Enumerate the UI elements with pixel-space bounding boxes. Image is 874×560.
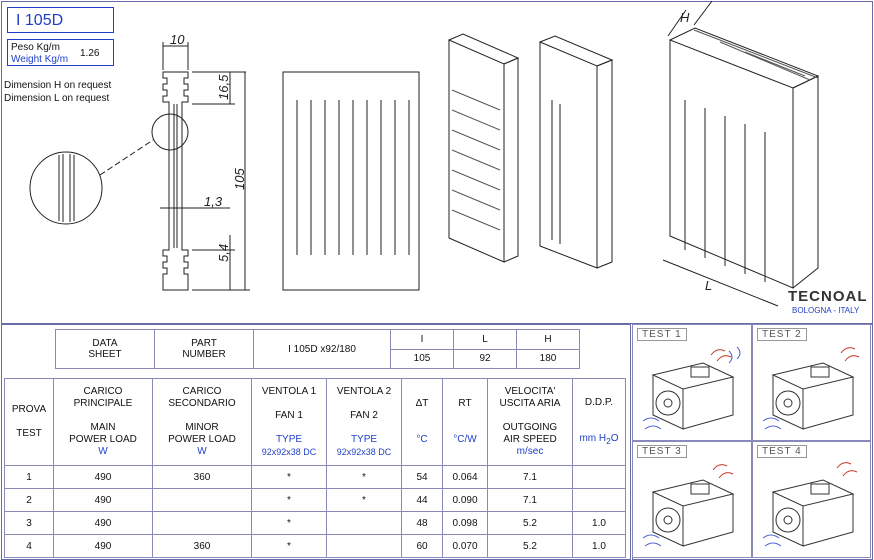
cell-delta-t: 60 <box>401 534 443 558</box>
note-dimension-h: Dimension H on request <box>4 80 112 91</box>
test-cell-1: TEST 1 <box>632 324 752 441</box>
cell-test: 1 <box>4 465 54 489</box>
weight-value: 1.26 <box>80 48 100 59</box>
profile-multi <box>282 71 420 291</box>
dim-value-i: 105 <box>390 348 454 369</box>
dim-value-l: 92 <box>453 348 517 369</box>
cell-main-load: 490 <box>53 534 153 558</box>
cell-delta-t: 44 <box>401 488 443 512</box>
test-cell-4: TEST 4 <box>752 441 871 558</box>
cell-fan2: * <box>326 488 402 512</box>
cell-air-speed: 7.1 <box>487 488 573 512</box>
dim-value-h: 180 <box>516 348 580 369</box>
cell-fan2: * <box>326 465 402 489</box>
header-rt: RT°C/W <box>442 378 488 466</box>
cell-rt: 0.098 <box>442 511 488 535</box>
cell-air-speed: 5.2 <box>487 511 573 535</box>
note-dimension-l: Dimension L on request <box>4 93 110 104</box>
iso-dim-h: H <box>680 10 690 25</box>
cell-rt: 0.070 <box>442 534 488 558</box>
cell-rt: 0.090 <box>442 488 488 512</box>
cell-fan1: * <box>251 465 327 489</box>
technical-drawing: 10 16,5 105 1,3 5,4 H L <box>29 0 820 307</box>
cell-air-speed: 7.1 <box>487 465 573 489</box>
cell-fan1: * <box>251 534 327 558</box>
cell-ddp <box>572 465 626 489</box>
table-row: 3 490 * 48 0.098 5.2 1.0 <box>4 511 626 535</box>
cell-test: 3 <box>4 511 54 535</box>
company-city: BOLOGNA - ITALY <box>792 306 860 315</box>
test-label-2: TEST 2 <box>757 328 807 341</box>
iso-view-right <box>662 0 820 307</box>
table-row: 2 490 * * 44 0.090 7.1 <box>4 488 626 512</box>
cell-air-speed: 5.2 <box>487 534 573 558</box>
cell-main-load: 490 <box>53 511 153 535</box>
weight-label-it: Peso Kg/m <box>11 42 60 53</box>
weight-box: Peso Kg/m Weight Kg/m 1.26 <box>7 39 114 66</box>
zoom-marker <box>151 113 189 151</box>
dim-fin-top: 16,5 <box>216 74 231 100</box>
dim-fin-thick: 1,3 <box>204 194 223 209</box>
zoom-detail <box>29 151 103 225</box>
cell-test: 2 <box>4 488 54 512</box>
header-delta-t: ΔT°C <box>401 378 443 466</box>
weight-label-en: Weight Kg/m <box>11 54 69 65</box>
dim-height: 105 <box>232 168 247 190</box>
table-row: 4 490 360 * 60 0.070 5.2 1.0 <box>4 534 626 558</box>
cell-minor-load <box>152 488 252 512</box>
heatsink-fan-icon <box>642 464 735 547</box>
part-number: I 105D x92/180 <box>253 329 391 369</box>
dim-key-l: L <box>453 329 517 350</box>
iso-dim-l: L <box>705 278 712 293</box>
table-row: 1 490 360 * * 54 0.064 7.1 <box>4 465 626 489</box>
cell-minor-load: 360 <box>152 465 252 489</box>
cell-delta-t: 54 <box>401 465 443 489</box>
cell-ddp: 1.0 <box>572 534 626 558</box>
heatsink-fan-icon <box>762 347 860 430</box>
cell-minor-load: 360 <box>152 534 252 558</box>
drawing-frame <box>1 1 873 324</box>
cell-fan1: * <box>251 488 327 512</box>
header-ddp: D.D.P.mm H2O <box>572 378 626 466</box>
iso-view-left <box>447 33 520 263</box>
dim-key-h: H <box>516 329 580 350</box>
cell-fan2 <box>326 511 402 535</box>
test-label-1: TEST 1 <box>637 328 687 341</box>
cell-minor-load <box>152 511 252 535</box>
cell-rt: 0.064 <box>442 465 488 489</box>
cell-main-load: 490 <box>53 465 153 489</box>
cell-fan2 <box>326 534 402 558</box>
test-cell-3: TEST 3 <box>632 441 752 558</box>
heatsink-fan-icon <box>762 462 858 547</box>
cell-ddp: 1.0 <box>572 511 626 535</box>
iso-view-middle <box>538 35 614 269</box>
profile-title: I 105D <box>7 7 114 33</box>
heatsink-fan-icon <box>642 346 741 430</box>
test-label-3: TEST 3 <box>637 445 687 458</box>
profile-section <box>162 71 189 291</box>
company-logo: TECNOAL <box>788 288 868 305</box>
test-label-4: TEST 4 <box>757 445 807 458</box>
cell-ddp <box>572 488 626 512</box>
cell-main-load: 490 <box>53 488 153 512</box>
dim-key-i: I <box>390 329 454 350</box>
cell-test: 4 <box>4 534 54 558</box>
cell-delta-t: 48 <box>401 511 443 535</box>
cell-fan1: * <box>251 511 327 535</box>
test-cell-2: TEST 2 <box>752 324 871 441</box>
dim-fin-bottom: 5,4 <box>216 244 231 262</box>
dim-width: 10 <box>170 32 185 47</box>
